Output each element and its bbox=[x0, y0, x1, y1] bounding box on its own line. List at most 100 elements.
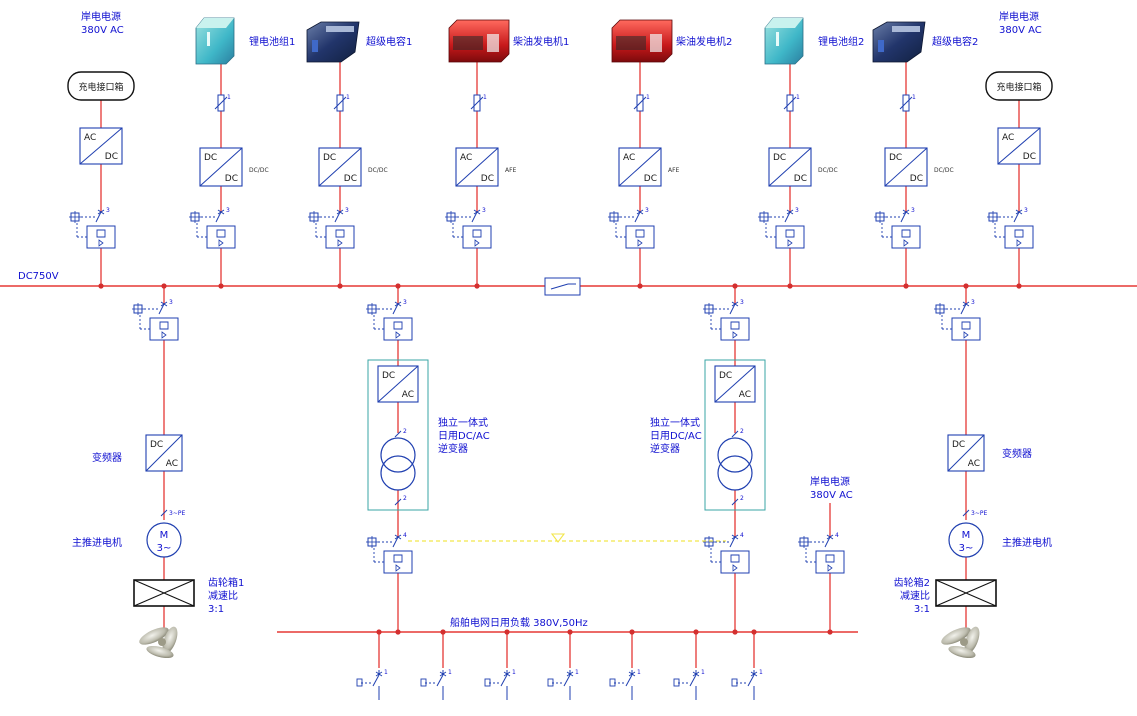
breaker-symbol: 3 bbox=[189, 207, 236, 249]
junction-dot bbox=[903, 283, 909, 289]
release-coil bbox=[96, 229, 106, 238]
fuse-number: 1 bbox=[912, 94, 916, 101]
hub bbox=[960, 638, 968, 646]
generator-panel bbox=[650, 34, 662, 52]
breaker-number: 3 bbox=[106, 207, 110, 214]
motor-phase: 3~ bbox=[959, 543, 974, 554]
breaker-symbol: 3 bbox=[308, 207, 355, 249]
supercap-terminals bbox=[326, 26, 354, 32]
ac-dc-converter-diagonal bbox=[997, 127, 1041, 165]
load-breaker-number: 1 bbox=[575, 669, 579, 676]
breaker-symbol: 3 bbox=[69, 207, 116, 249]
release-trigger bbox=[732, 331, 738, 339]
converter-type-tag: DC/DC bbox=[368, 167, 388, 174]
breaker-number: 4 bbox=[740, 532, 744, 539]
junction-dot bbox=[395, 629, 401, 635]
breaker-number: 3 bbox=[1024, 207, 1028, 214]
breaker-symbol: 3 bbox=[874, 207, 921, 249]
inverter-label-2: 日用DC/AC bbox=[650, 431, 702, 442]
load-breaker-blade bbox=[747, 674, 755, 687]
breaker-cross-b bbox=[160, 301, 168, 307]
breaker-blade bbox=[471, 211, 478, 223]
breaker-blade bbox=[634, 211, 641, 223]
generator-vent bbox=[616, 36, 646, 50]
gearbox-diag-b bbox=[935, 579, 997, 607]
junction-dot bbox=[567, 629, 573, 635]
pe-tick bbox=[962, 509, 970, 517]
tx-tick bbox=[731, 430, 739, 438]
breaker-number: 3 bbox=[169, 299, 173, 306]
battery-pack-image bbox=[764, 17, 804, 65]
load-breaker: 1 bbox=[609, 669, 641, 700]
breaker-cross-b bbox=[394, 301, 402, 307]
breaker-cross-b bbox=[731, 534, 739, 540]
breaker-symbol: 3 bbox=[987, 207, 1034, 249]
dc-dc-converter-top-text: DC bbox=[323, 153, 336, 163]
gearbox-label: 齿轮箱1 bbox=[208, 576, 244, 589]
release-coil bbox=[159, 321, 169, 330]
battery-top bbox=[196, 18, 234, 28]
supercapacitor-image bbox=[872, 21, 926, 63]
junction-dot bbox=[787, 283, 793, 289]
ac-shore-title: 岸电电源 bbox=[810, 475, 850, 488]
transformer-coil-a bbox=[380, 437, 416, 473]
fuse-slash bbox=[214, 96, 228, 110]
junction-dot bbox=[693, 629, 699, 635]
shore-power-title: 岸电电源 bbox=[999, 10, 1039, 23]
breaker-number: 3 bbox=[482, 207, 486, 214]
pe-tick bbox=[160, 509, 168, 517]
load-operator bbox=[484, 678, 491, 687]
dc-dc-converter-top-text: DC bbox=[773, 153, 786, 163]
ac-dc-converter-top-text: AC bbox=[84, 133, 96, 143]
junction-dot bbox=[218, 283, 224, 289]
breaker-blade bbox=[729, 536, 736, 548]
fuse-number: 1 bbox=[227, 94, 231, 101]
motor-symbol bbox=[948, 522, 984, 558]
motor-label: 主推进电机 bbox=[72, 536, 122, 549]
vfd-converter-top-text: DC bbox=[952, 440, 965, 450]
release-coil bbox=[730, 321, 740, 330]
battery-pack-image bbox=[195, 17, 235, 65]
breaker-cross-b bbox=[826, 534, 834, 540]
transformer-coil-b bbox=[717, 455, 753, 491]
junction-dot bbox=[637, 283, 643, 289]
breaker-blade bbox=[784, 211, 791, 223]
breaker-cross-b bbox=[902, 209, 910, 215]
load-breaker: 1 bbox=[731, 669, 763, 700]
blade-c bbox=[948, 645, 976, 659]
breaker-symbol: 3 bbox=[445, 207, 492, 249]
load-operator bbox=[420, 678, 427, 687]
transformer-coil-b bbox=[380, 455, 416, 491]
load-breaker-number: 1 bbox=[759, 669, 763, 676]
release-trigger bbox=[337, 239, 343, 247]
inverter-enclosure bbox=[704, 359, 766, 511]
breaker-blade bbox=[334, 211, 341, 223]
inverter-label-2: 日用DC/AC bbox=[438, 431, 490, 442]
breaker-blade bbox=[729, 303, 736, 315]
ratio-value: 3:1 bbox=[208, 604, 224, 615]
tx-tick bbox=[394, 498, 402, 506]
tx-tick bbox=[731, 498, 739, 506]
release-coil bbox=[335, 229, 345, 238]
load-breaker-blade bbox=[500, 674, 508, 687]
load-breaker: 1 bbox=[420, 669, 452, 700]
load-breaker: 1 bbox=[484, 669, 516, 700]
ac-dc-converter-bottom-text: DC bbox=[105, 152, 118, 162]
motor-m: M bbox=[962, 530, 971, 541]
load-operator bbox=[547, 678, 554, 687]
breaker-blade bbox=[824, 536, 831, 548]
junction-dot bbox=[337, 283, 343, 289]
junction-dot bbox=[504, 629, 510, 635]
supercap-label: 超级电容2 bbox=[932, 35, 978, 48]
fuse-number: 1 bbox=[346, 94, 350, 101]
inverter-converter-bottom-text: AC bbox=[402, 390, 414, 400]
release-trigger bbox=[787, 239, 793, 247]
breaker-cross-b bbox=[336, 209, 344, 215]
battery-top bbox=[765, 18, 803, 28]
inverter-label-1: 独立一体式 bbox=[438, 416, 488, 429]
release-coil bbox=[472, 229, 482, 238]
blade-c bbox=[146, 645, 174, 659]
